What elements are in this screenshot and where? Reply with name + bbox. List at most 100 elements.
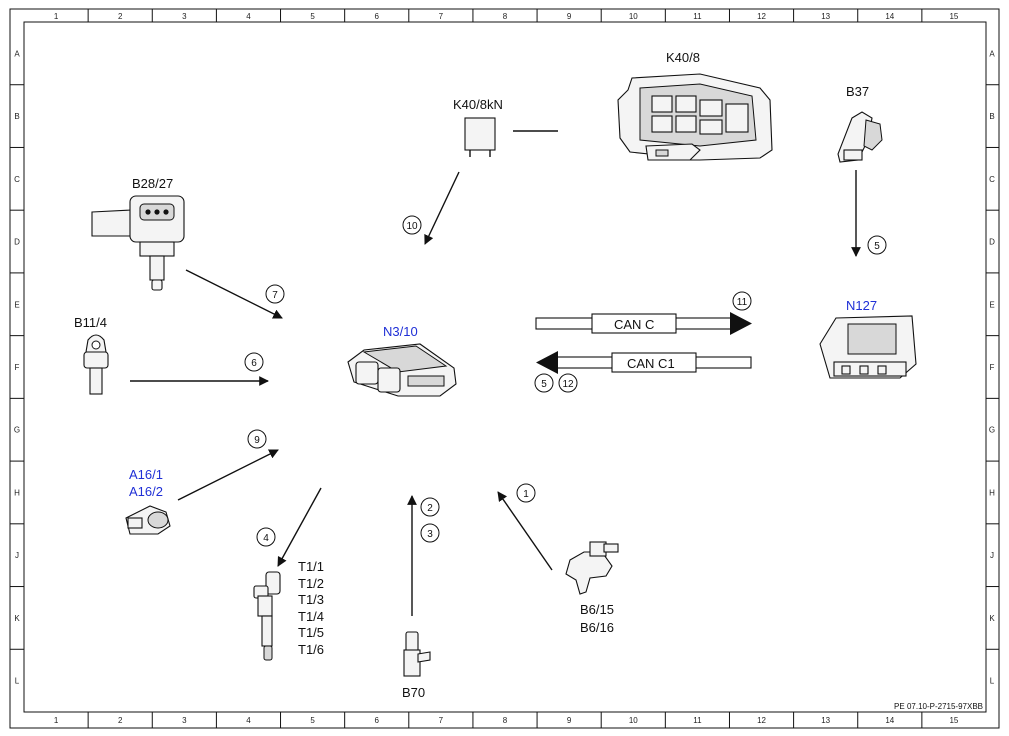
svg-text:5: 5	[541, 379, 547, 390]
a16-2-label: A16/2	[129, 484, 163, 499]
drawing-reference: PE 07.10-P-2715-97XBB	[894, 702, 983, 711]
grid-column-label-top: 12	[757, 12, 766, 21]
can-c1-bus: CAN C1	[536, 351, 752, 374]
callout-12: 12	[558, 373, 578, 393]
grid-row-label-right: E	[989, 300, 994, 309]
grid-row-label-right: L	[990, 677, 995, 686]
relay-icon	[464, 117, 496, 157]
grid-column-label-top: 9	[567, 12, 572, 21]
t1-2-label: T1/2	[298, 576, 324, 591]
grid-row-label-right: A	[989, 49, 995, 58]
grid-column-label-bottom: 14	[885, 716, 894, 725]
grid-row-label-left: D	[14, 238, 20, 247]
callout-11: 11	[732, 291, 752, 311]
signal-arrows	[130, 170, 861, 616]
grid-row-label-left: F	[15, 363, 20, 372]
callout-6: 6	[244, 352, 264, 372]
a16-1-label: A16/1	[129, 467, 163, 482]
grid-row-label-left: L	[15, 677, 20, 686]
callout-2: 2	[420, 497, 440, 517]
svg-text:6: 6	[251, 358, 257, 369]
engine-control-unit-icon	[347, 343, 457, 397]
b70-label: B70	[402, 685, 425, 700]
grid-row-label-left: B	[14, 112, 19, 121]
grid-column-label-bottom: 11	[693, 716, 702, 725]
can-c-bus: CAN C	[535, 312, 752, 335]
grid-row-label-right: K	[989, 614, 995, 623]
svg-text:10: 10	[406, 221, 418, 232]
svg-text:12: 12	[562, 379, 574, 390]
t1-1-label: T1/1	[298, 559, 324, 574]
grid-column-label-bottom: 6	[375, 716, 380, 725]
callout-10: 10	[402, 215, 422, 235]
t1-5-label: T1/5	[298, 625, 324, 640]
callout-9: 9	[247, 429, 267, 449]
ignition-coil-icon	[253, 571, 281, 661]
svg-text:4: 4	[263, 533, 269, 544]
grid-row-label-right: C	[989, 175, 995, 184]
grid-column-label-bottom: 4	[246, 716, 251, 725]
grid-column-label-top: 2	[118, 12, 123, 21]
powertrain-control-unit-icon	[819, 315, 917, 379]
svg-text:2: 2	[427, 503, 433, 514]
grid-row-label-left: G	[14, 426, 20, 435]
grid-column-label-top: 14	[885, 12, 894, 21]
t1-3-label: T1/3	[298, 592, 324, 607]
b11-4-label: B11/4	[74, 315, 107, 330]
grid-row-label-left: C	[14, 175, 20, 184]
svg-text:7: 7	[272, 290, 278, 301]
grid-column-label-top: 8	[503, 12, 508, 21]
callout-1: 1	[516, 483, 536, 503]
arrow-cam-to-ecu	[497, 491, 553, 571]
grid-row-label-left: J	[15, 551, 19, 560]
t1-6-label: T1/6	[298, 642, 324, 657]
grid-column-label-bottom: 7	[439, 716, 444, 725]
grid-column-label-bottom: 5	[310, 716, 315, 725]
k40-8-label: K40/8	[666, 50, 700, 65]
grid-column-label-top: 11	[693, 12, 702, 21]
can-c1-label: CAN C1	[627, 356, 675, 371]
n127-label: N127	[846, 298, 877, 313]
grid-column-label-top: 5	[310, 12, 315, 21]
crankshaft-sensor-icon	[403, 631, 431, 677]
grid-column-label-bottom: 10	[629, 716, 638, 725]
grid-column-label-top: 1	[54, 12, 59, 21]
callout-5-can: 5	[534, 373, 554, 393]
grid-row-label-right: F	[990, 363, 995, 372]
grid-row-label-left: H	[14, 488, 20, 497]
grid-column-label-top: 6	[375, 12, 380, 21]
svg-text:11: 11	[737, 297, 748, 308]
grid-column-label-top: 7	[439, 12, 444, 21]
grid-column-label-top: 15	[949, 12, 958, 21]
grid-row-label-right: B	[989, 112, 994, 121]
can-c-label: CAN C	[614, 317, 654, 332]
grid-column-label-top: 13	[821, 12, 830, 21]
fuse-relay-box-icon	[617, 73, 773, 161]
grid-column-label-bottom: 8	[503, 716, 508, 725]
k40-8kn-label: K40/8kN	[453, 97, 503, 112]
n3-10-label: N3/10	[383, 324, 418, 339]
grid-column-label-bottom: 9	[567, 716, 572, 725]
arrow-relay-to-ecu	[424, 171, 460, 245]
arrow-pressure-to-ecu	[185, 269, 283, 319]
grid-column-label-bottom: 3	[182, 716, 187, 725]
grid-row-label-right: D	[989, 238, 995, 247]
grid-row-label-right: J	[990, 551, 994, 560]
grid-column-label-bottom: 2	[118, 716, 123, 725]
grid-column-label-top: 4	[246, 12, 251, 21]
svg-text:1: 1	[523, 489, 529, 500]
arrow-ecu-to-coils	[277, 487, 322, 567]
b6-15-label: B6/15	[580, 602, 614, 617]
b37-label: B37	[846, 84, 869, 99]
camshaft-sensor-icon	[565, 541, 619, 595]
grid-ticks	[10, 9, 999, 728]
grid-column-label-top: 10	[629, 12, 638, 21]
grid-row-label-right: G	[989, 426, 995, 435]
t1-4-label: T1/4	[298, 609, 324, 624]
grid-column-label-bottom: 1	[54, 716, 59, 725]
grid-column-label-bottom: 15	[949, 716, 958, 725]
grid-column-label-bottom: 12	[757, 716, 766, 725]
svg-text:3: 3	[427, 529, 433, 540]
